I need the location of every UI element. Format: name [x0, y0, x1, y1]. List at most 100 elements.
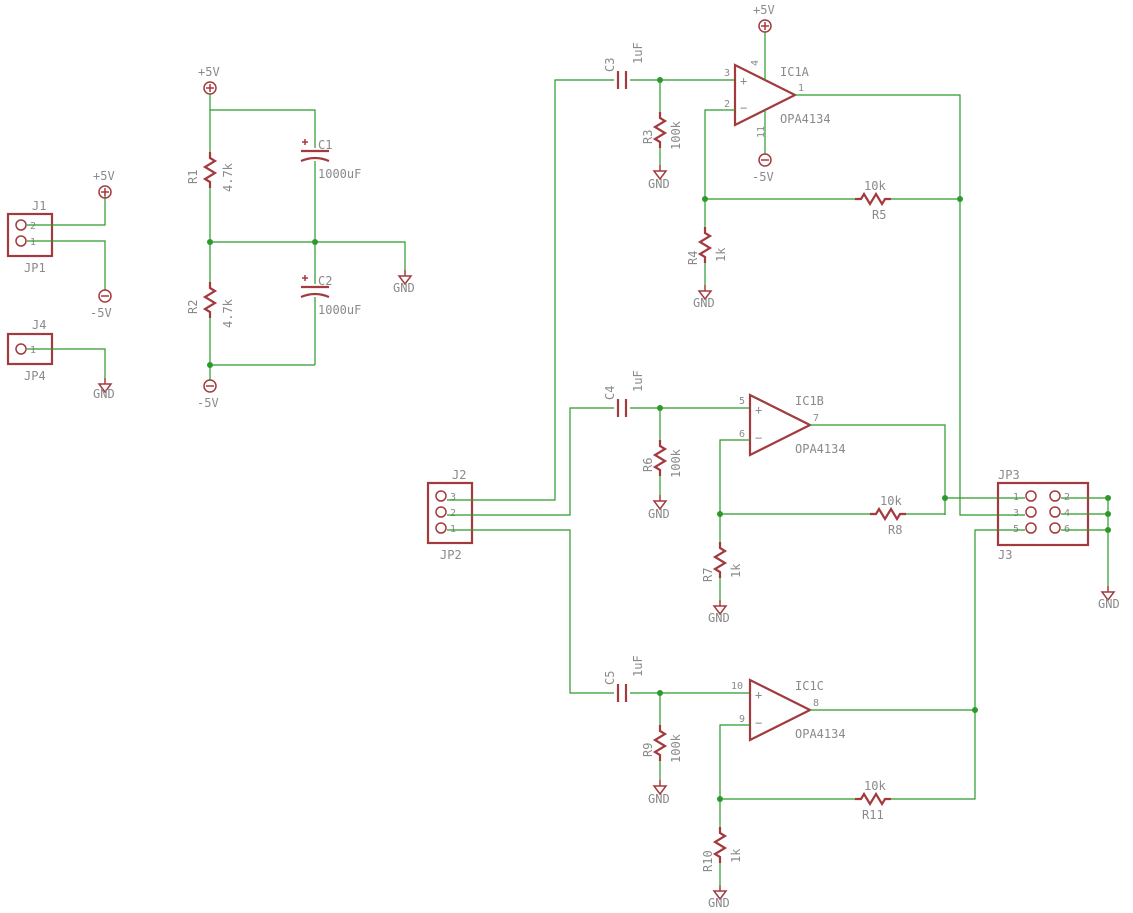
r9-value: 100k [669, 733, 683, 763]
c3-value: 1uF [631, 42, 645, 64]
ic1c-pin-out: 8 [813, 698, 819, 709]
connector-j1: J1 JP1 2 1 [6, 199, 54, 275]
rail-vpos-label: +5V [198, 65, 220, 79]
r7-gnd-label: GND [708, 611, 730, 625]
j4-sub: JP4 [24, 369, 46, 383]
ic1b-part: OPA4134 [795, 442, 846, 456]
ic1b-plus-sign: + [755, 403, 762, 417]
j2-pin-3: 3 [450, 492, 456, 503]
r4-name: R4 [686, 251, 700, 265]
ic1c-plus-sign: + [755, 688, 762, 702]
opamp-ic1c: + − 10 9 8 IC1C OPA4134 [731, 678, 846, 742]
capacitor-c5 [616, 682, 628, 704]
r8-name: R8 [888, 523, 902, 537]
opamp-ic1b: + − 5 6 7 IC1B OPA4134 [739, 393, 846, 457]
jp3-sub: J3 [998, 548, 1012, 562]
resistor-r9 [653, 723, 667, 763]
r3-gnd-label: GND [648, 177, 670, 191]
r10-name: R10 [701, 850, 715, 872]
ic1a-vpos-label: +5V [753, 3, 775, 17]
resistor-r10 [713, 825, 727, 865]
capacitor-c4 [616, 397, 628, 419]
c5-value: 1uF [631, 655, 645, 677]
jp3-gnd-label: GND [1098, 597, 1120, 611]
resistor-r6 [653, 438, 667, 478]
c1-value: 1000uF [318, 167, 361, 181]
j1-vpos-label: +5V [93, 169, 115, 183]
r5-value: 10k [864, 179, 886, 193]
resistor-r7 [713, 540, 727, 580]
c2-name: C2 [318, 274, 332, 288]
r4-value: 1k [714, 247, 728, 262]
r9-name: R9 [641, 743, 655, 757]
r11-name: R11 [862, 808, 884, 822]
ic1a-part: OPA4134 [780, 112, 831, 126]
vpos-icon [203, 81, 217, 95]
vneg-icon [98, 289, 112, 303]
r2-name: R2 [186, 300, 200, 314]
ic1a-pin-minus: 2 [724, 99, 730, 110]
ic1b-minus-sign: − [755, 431, 762, 445]
c4-value: 1uF [631, 370, 645, 392]
resistor-r8 [868, 507, 908, 521]
j1-pin-2: 2 [30, 221, 36, 232]
j1-sub: JP1 [24, 261, 46, 275]
r10-value: 1k [729, 848, 743, 863]
j1-pin-1: 1 [30, 237, 36, 248]
ic1c-pin-minus: 9 [739, 714, 745, 725]
c3-name: C3 [603, 58, 617, 72]
vneg-icon [758, 153, 772, 167]
r8-value: 10k [880, 494, 902, 508]
ic1c-pin-plus: 10 [731, 681, 743, 692]
vneg-icon [203, 379, 217, 393]
r7-value: 1k [729, 563, 743, 578]
j4-pin-1: 1 [30, 345, 36, 356]
r11-value: 10k [864, 779, 886, 793]
resistor-r11 [853, 792, 893, 806]
c5-name: C5 [603, 671, 617, 685]
c1-name: C1 [318, 138, 332, 152]
c2-value: 1000uF [318, 303, 361, 317]
r2-value: 4.7k [221, 298, 235, 328]
jp3-name: JP3 [998, 468, 1020, 482]
resistor-r3 [653, 110, 667, 150]
ic1c-minus-sign: − [755, 716, 762, 730]
r10-gnd-label: GND [708, 896, 730, 910]
r4-gnd-label: GND [693, 296, 715, 310]
j1-name: J1 [32, 199, 46, 213]
ic1c-name: IC1C [795, 679, 824, 693]
ic1a-plus-sign: + [740, 74, 747, 88]
r5-name: R5 [872, 208, 886, 222]
ic1a-pin-vcc: 4 [750, 60, 761, 66]
j1-vneg-label: -5V [90, 306, 112, 320]
r1-name: R1 [186, 170, 200, 184]
resistor-r4 [698, 225, 712, 265]
r9-gnd-label: GND [648, 792, 670, 806]
resistor-r5 [853, 192, 893, 206]
resistor-r1 [203, 150, 217, 190]
ic1a-pin-vee: 11 [756, 126, 767, 138]
ic1b-pin-plus: 5 [739, 396, 745, 407]
ic1b-name: IC1B [795, 394, 824, 408]
connector-j4: J4 JP4 1 [6, 318, 54, 383]
r1-value: 4.7k [221, 162, 235, 192]
r6-name: R6 [641, 458, 655, 472]
ic1b-pin-out: 7 [813, 413, 819, 424]
ic1b-pin-minus: 6 [739, 429, 745, 440]
r3-name: R3 [641, 130, 655, 144]
ic1a-minus-sign: − [740, 101, 747, 115]
j4-name: J4 [32, 318, 46, 332]
r3-value: 100k [669, 120, 683, 150]
j4-gnd-label: GND [93, 387, 115, 401]
rail-gnd-label: GND [393, 281, 415, 295]
r6-gnd-label: GND [648, 507, 670, 521]
j2-name: J2 [452, 468, 466, 482]
ic1a-vneg-label: -5V [752, 170, 774, 184]
ic1a-pin-plus: 3 [724, 68, 730, 79]
opamp-ic1a: + − 3 2 1 4 11 IC1A OPA4134 [724, 60, 831, 138]
ic1c-part: OPA4134 [795, 727, 846, 741]
rail-vneg-label: -5V [197, 396, 219, 410]
j2-pin-2: 2 [450, 508, 456, 519]
vpos-icon [758, 19, 772, 33]
